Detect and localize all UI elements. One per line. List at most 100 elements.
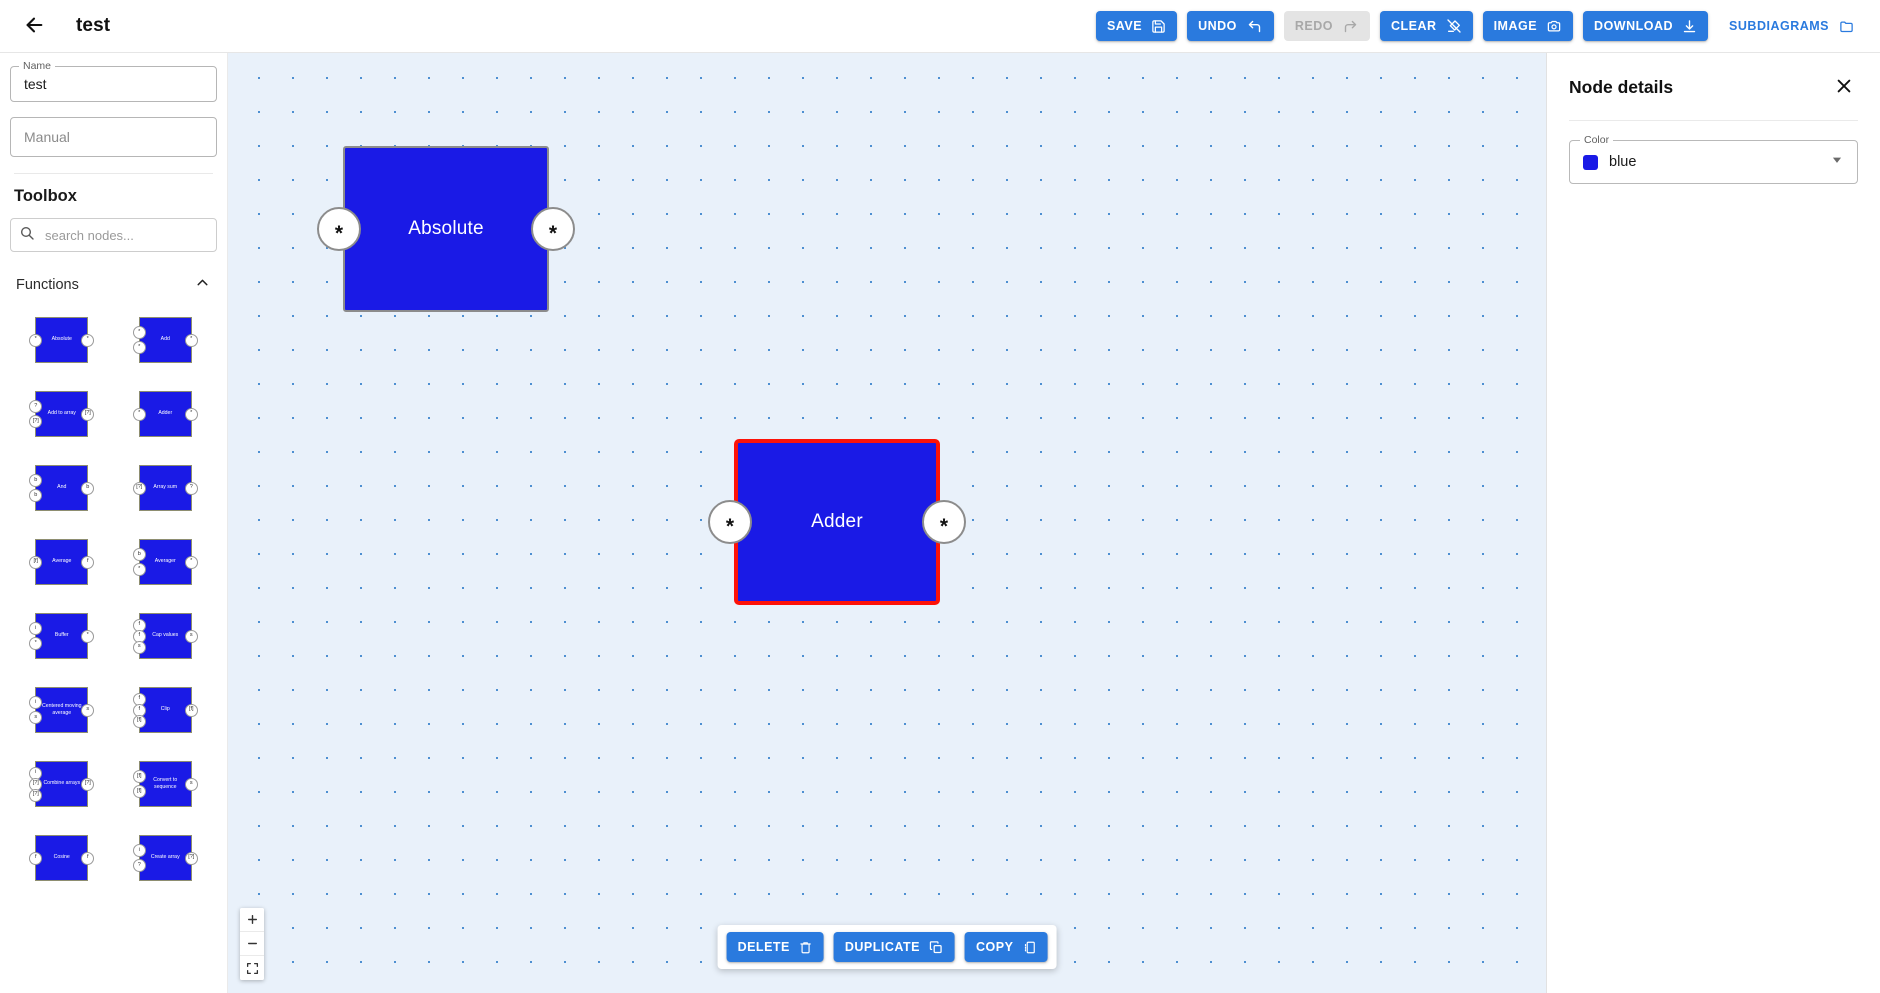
clear-button[interactable]: CLEAR xyxy=(1380,11,1473,41)
output-port-*[interactable]: * xyxy=(81,333,95,347)
input-port-i[interactable]: i xyxy=(132,844,146,858)
copy-button[interactable]: COPY xyxy=(964,932,1048,962)
palette-node-label: Absolute xyxy=(51,336,72,343)
canvas-node-adder[interactable]: Adder* * xyxy=(708,439,966,605)
search-input[interactable] xyxy=(43,226,208,244)
output-port-f[interactable]: f xyxy=(81,555,95,569)
output-port-[?][interactable]: [?] xyxy=(184,851,198,865)
output-port-*[interactable]: * xyxy=(922,500,966,544)
close-panel-button[interactable] xyxy=(1830,72,1858,103)
input-port-*[interactable]: * xyxy=(132,562,146,576)
palette-node-add[interactable]: Add*** xyxy=(116,312,216,368)
input-port-[f][interactable]: [f] xyxy=(132,784,146,798)
input-port-f[interactable]: f xyxy=(29,851,43,865)
mode-field[interactable] xyxy=(10,117,217,157)
palette-node-array-sum[interactable]: Array sum[?]? xyxy=(116,460,216,516)
fit-view-button[interactable] xyxy=(240,956,264,980)
diagram-name-field[interactable]: Name xyxy=(10,60,217,102)
input-port-[f][interactable]: [f] xyxy=(29,555,43,569)
palette-node-convert-to-sequence[interactable]: Convert to sequence[f][f]s xyxy=(116,756,216,812)
output-port-s[interactable]: s xyxy=(81,703,95,717)
search-icon xyxy=(19,225,35,246)
input-port-s[interactable]: s xyxy=(132,640,146,654)
zoom-controls xyxy=(240,908,264,980)
delete-button[interactable]: DELETE xyxy=(726,932,824,962)
undo-button[interactable]: UNDO xyxy=(1187,11,1274,41)
output-port-*[interactable]: * xyxy=(184,555,198,569)
input-port-*[interactable]: * xyxy=(708,500,752,544)
close-icon xyxy=(1834,76,1854,99)
diagram-canvas[interactable]: Absolute**Adder** DELETE xyxy=(228,53,1546,993)
canvas-node-absolute[interactable]: Absolute* * xyxy=(317,146,575,312)
palette-node-absolute[interactable]: Absolute * * xyxy=(12,312,112,368)
palette-node-adder[interactable]: Adder** xyxy=(116,386,216,442)
output-port-[?][interactable]: [?] xyxy=(81,777,95,791)
image-label: IMAGE xyxy=(1493,19,1538,33)
input-port-[?][interactable]: [?] xyxy=(29,788,43,802)
zoom-in-button[interactable] xyxy=(240,908,264,932)
output-port-s[interactable]: s xyxy=(184,629,198,643)
palette-node-average[interactable]: Average[f]f xyxy=(12,534,112,590)
input-port-*[interactable]: * xyxy=(317,207,361,251)
input-port-*[interactable]: * xyxy=(132,340,146,354)
save-button[interactable]: SAVE xyxy=(1095,11,1178,41)
palette-node-add-to-array[interactable]: Add to array?[?][?] xyxy=(12,386,112,442)
delete-label: DELETE xyxy=(737,940,790,954)
output-port-?[interactable]: ? xyxy=(184,481,198,495)
input-port-*[interactable]: * xyxy=(132,407,146,421)
section-functions-label: Functions xyxy=(16,277,79,293)
output-port-f[interactable]: f xyxy=(81,851,95,865)
input-port-i[interactable]: i xyxy=(29,622,43,636)
mode-input[interactable] xyxy=(22,128,205,146)
canvas-node-body[interactable]: Adder xyxy=(734,439,940,605)
duplicate-button[interactable]: DUPLICATE xyxy=(833,932,955,962)
canvas-node-body[interactable]: Absolute xyxy=(343,146,549,312)
input-port-?[interactable]: ? xyxy=(29,400,43,414)
input-port-b[interactable]: b xyxy=(29,474,43,488)
input-port-*[interactable]: * xyxy=(29,333,43,347)
top-toolbar: test SAVE UNDO xyxy=(0,0,1880,53)
image-button[interactable]: IMAGE xyxy=(1482,11,1574,41)
output-port-*[interactable]: * xyxy=(184,407,198,421)
input-port-?[interactable]: ? xyxy=(132,858,146,872)
subdiagrams-button[interactable]: SUBDIAGRAMS xyxy=(1718,11,1866,41)
input-port-*[interactable]: * xyxy=(132,326,146,340)
input-port-s[interactable]: s xyxy=(29,710,43,724)
output-port-[f][interactable]: [f] xyxy=(184,703,198,717)
input-port-*[interactable]: * xyxy=(29,636,43,650)
input-port-b[interactable]: b xyxy=(29,488,43,502)
color-select[interactable]: Color blue xyxy=(1569,134,1858,184)
output-port-[?][interactable]: [?] xyxy=(81,407,95,421)
output-port-*[interactable]: * xyxy=(81,629,95,643)
output-port-*[interactable]: * xyxy=(531,207,575,251)
input-port-b[interactable]: b xyxy=(132,548,146,562)
input-port-[f][interactable]: [f] xyxy=(132,770,146,784)
section-functions[interactable]: Functions xyxy=(16,274,211,296)
diagram-name-input[interactable] xyxy=(22,75,205,93)
palette-node-label: Cap values xyxy=(152,632,179,639)
output-port-s[interactable]: s xyxy=(184,777,198,791)
node-search[interactable] xyxy=(10,218,217,252)
download-button[interactable]: DOWNLOAD xyxy=(1583,11,1709,41)
input-port-[?][interactable]: [?] xyxy=(132,481,146,495)
input-port-[f][interactable]: [f] xyxy=(132,714,146,728)
redo-button[interactable]: REDO xyxy=(1283,11,1370,41)
output-port-*[interactable]: * xyxy=(184,333,198,347)
zoom-out-button[interactable] xyxy=(240,932,264,956)
palette-node-box: Array sum[?]? xyxy=(132,465,198,511)
back-button[interactable] xyxy=(14,6,54,46)
output-port-b[interactable]: b xyxy=(81,481,95,495)
input-port-i[interactable]: i xyxy=(29,696,43,710)
palette-node-box: Average[f]f xyxy=(29,539,95,585)
input-port-[?][interactable]: [?] xyxy=(29,414,43,428)
